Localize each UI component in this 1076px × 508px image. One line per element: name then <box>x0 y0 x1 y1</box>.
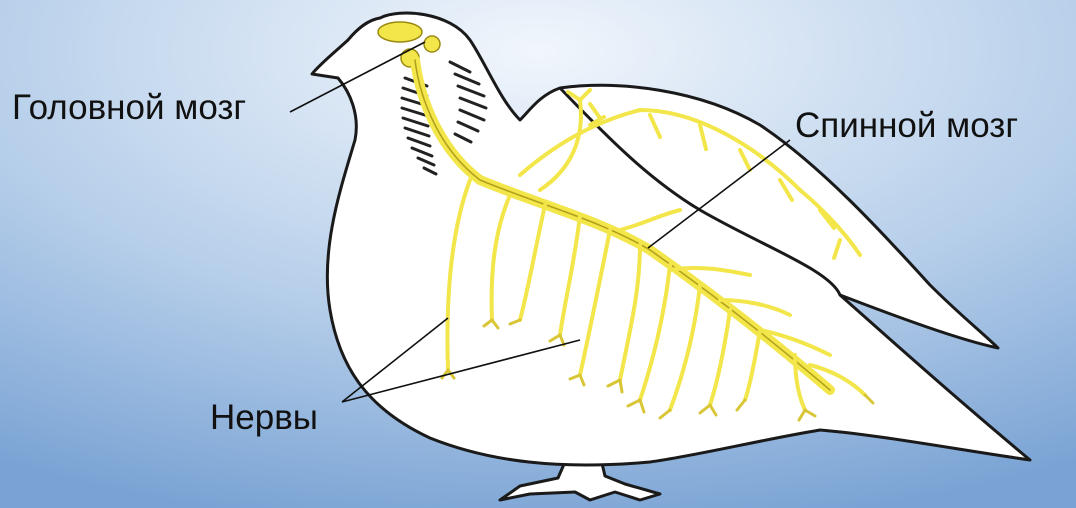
spinal-cord-label: Спинной мозг <box>795 108 1018 143</box>
nerves-label: Нервы <box>210 400 318 435</box>
brain-label: Головной мозг <box>12 90 246 125</box>
brain <box>378 22 422 42</box>
